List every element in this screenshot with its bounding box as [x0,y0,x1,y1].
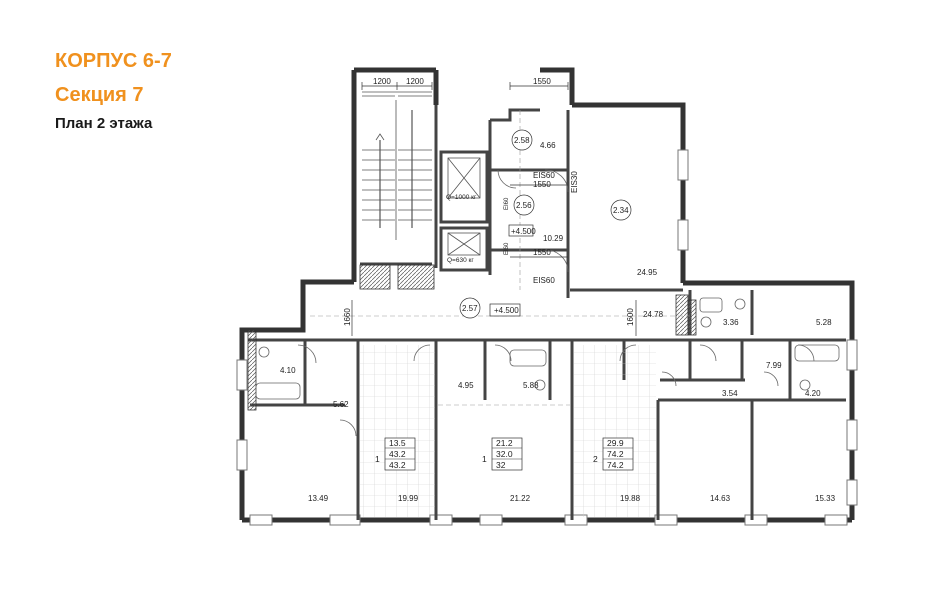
dimension-lines [351,82,637,336]
room-5-62: 5.62 [333,400,349,409]
dim-1550-c: 1550 [533,248,551,257]
room-13-49: 13.49 [308,494,329,503]
room-2-34: 2.34 [613,206,629,215]
room-10-29: 10.29 [543,234,564,243]
room-3-54: 3.54 [722,389,738,398]
room-3-36: 3.36 [723,318,739,327]
room-4-10: 4.10 [280,366,296,375]
floor-title: План 2 этажа [55,115,153,132]
door-ei60-a: EI60 [504,197,510,210]
apartment-info-boxes: 1 13.5 43.2 43.2 1 21.2 32.0 32 2 29.9 7… [375,437,634,471]
level-hall: +4.500 [511,227,536,236]
room-2-58: 2.58 [514,136,530,145]
bathroom-fixtures [255,297,840,400]
room-21-22: 21.22 [510,494,531,503]
dim-1550-a: 1550 [533,77,551,86]
apartment-2-total2: 32 [496,460,506,470]
room-4-66: 4.66 [540,141,556,150]
apartment-3: 2 29.9 74.2 74.2 [593,437,634,471]
door-swings [297,169,815,437]
building-title: КОРПУС 6-7 [55,50,172,72]
apartment-2-rooms: 1 [482,454,487,464]
apartment-3-total2: 74.2 [607,460,624,470]
room-4-20: 4.20 [805,389,821,398]
apartment-3-living: 29.9 [607,438,624,448]
dim-1550-b: 1550 [533,180,551,189]
room-2-56: 2.56 [516,201,532,210]
dim-1660: 1660 [343,308,352,326]
apartment-1-living: 13.5 [389,438,406,448]
apartment-1: 1 13.5 43.2 43.2 [375,437,416,471]
apartment-2-total: 32.0 [496,449,513,459]
facade-windows [236,149,858,526]
room-14-63: 14.63 [710,494,731,503]
outer-walls [239,67,855,523]
room-5-28: 5.28 [816,318,832,327]
elevator-large-capacity: Q=1000 кг [446,194,477,201]
dim-1200-a: 1200 [373,77,391,86]
room-15-33: 15.33 [815,494,836,503]
staircase [362,91,432,240]
room-19-88: 19.88 [620,494,641,503]
dim-1200-b: 1200 [406,77,424,86]
room-4-95: 4.95 [458,381,474,390]
room-5-88: 5.88 [523,381,539,390]
room-19-99: 19.99 [398,494,419,503]
section-title: Секция 7 [55,84,144,106]
apartment-1-total: 43.2 [389,449,406,459]
inner-walls [248,105,846,520]
door-eis30: EIS30 [570,171,579,193]
room-24-78: 24.78 [643,310,664,319]
hatched-walls [247,264,697,411]
apartment-2-living: 21.2 [496,438,513,448]
level-corridor: +4.500 [494,306,519,315]
room-2-57: 2.57 [462,304,478,313]
apartment-1-total2: 43.2 [389,460,406,470]
elevator-cabins [447,157,481,256]
apartment-3-total: 74.2 [607,449,624,459]
apartment-2: 1 21.2 32.0 32 [482,437,523,471]
living-room-grids [360,345,656,517]
room-7-99: 7.99 [766,361,782,370]
room-24-95: 24.95 [637,268,658,277]
apartment-1-rooms: 1 [375,454,380,464]
apartment-3-rooms: 2 [593,454,598,464]
door-eis60-a: EIS60 [533,171,555,180]
door-ei60-b: EI60 [504,242,510,255]
dim-1600: 1600 [626,308,635,326]
door-eis60-b: EIS60 [533,276,555,285]
elevator-small-capacity: Q=630 кг [447,257,474,264]
